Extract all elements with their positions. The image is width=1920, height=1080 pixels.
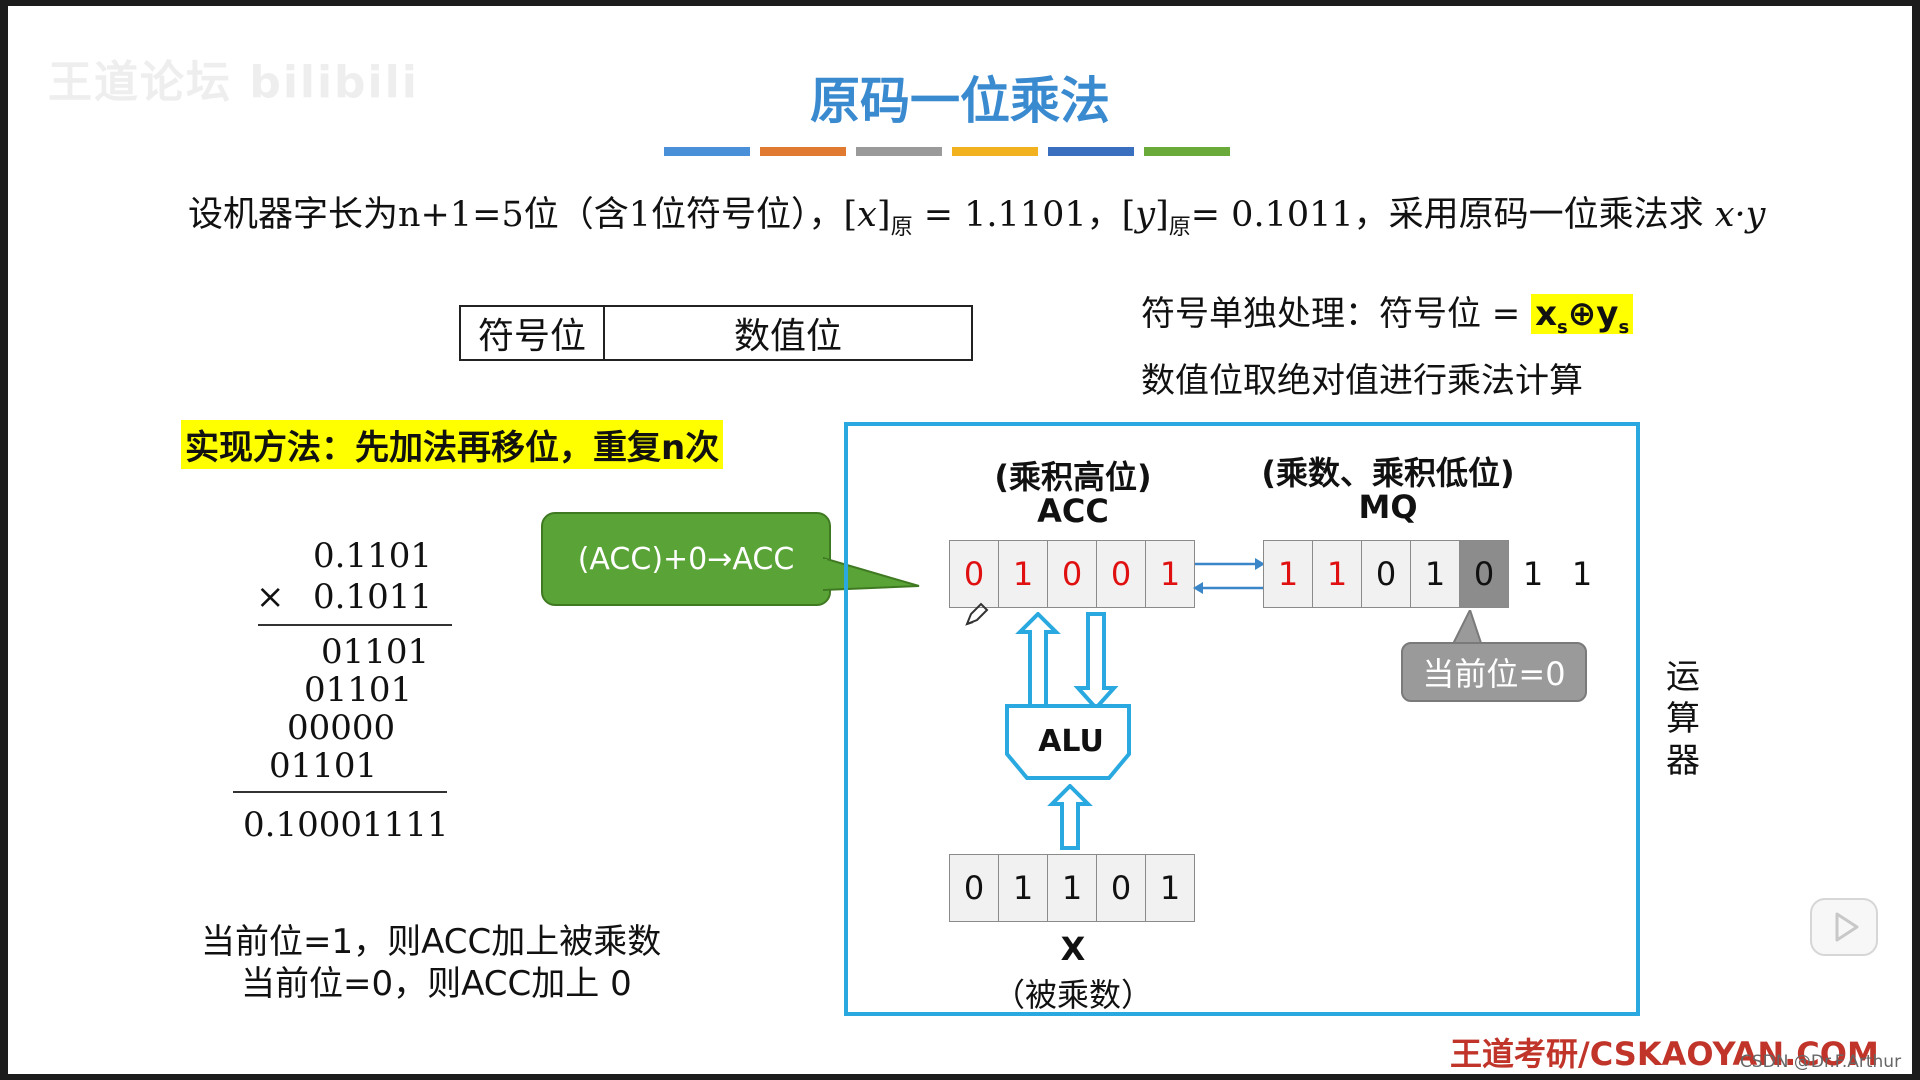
acc-operation-callout: (ACC)+0→ACC bbox=[541, 512, 831, 606]
data-flow-arrows-icon bbox=[1015, 612, 1119, 711]
bit-format-box: 符号位 数值位 bbox=[459, 305, 973, 361]
value-bits-cell: 数值位 bbox=[733, 316, 842, 357]
credit-text: CSDN @Dr.F.Arthur bbox=[1740, 1052, 1902, 1072]
x-register: 0 1 1 0 1 bbox=[949, 854, 1195, 922]
color-bar-2 bbox=[760, 147, 846, 156]
calc-divider-1 bbox=[258, 624, 452, 626]
x-bit: 1 bbox=[1047, 854, 1097, 922]
x-bit: 0 bbox=[949, 854, 999, 922]
calc-partial-3: 00000 bbox=[287, 708, 396, 748]
acc-bit: 1 bbox=[1145, 540, 1195, 608]
value-rule: 数值位取绝对值进行乘法计算 bbox=[1141, 361, 1583, 401]
calc-times-sign: × bbox=[256, 577, 285, 617]
x-bit: 1 bbox=[998, 854, 1048, 922]
mq-bit: 0 bbox=[1361, 540, 1411, 608]
calc-divider-2 bbox=[233, 791, 447, 793]
shift-arrows-icon bbox=[1193, 558, 1265, 594]
x-label-sub: （被乘数） bbox=[992, 976, 1153, 1014]
color-bar-6 bbox=[1144, 147, 1230, 156]
x-label: X bbox=[1060, 930, 1086, 968]
play-button-icon[interactable] bbox=[1808, 896, 1882, 958]
note-bit-zero: 当前位=0，则ACC加上 0 bbox=[241, 964, 632, 1004]
mq-overflow-bit: 1 bbox=[1522, 555, 1544, 593]
calc-result: 0.10001111 bbox=[243, 805, 449, 845]
mq-register: 1 1 0 1 0 1 1 bbox=[1263, 540, 1606, 608]
x-bit: 0 bbox=[1096, 854, 1146, 922]
alu-label: ALU bbox=[1038, 724, 1104, 759]
method-highlight: 实现方法：先加法再移位，重复n次 bbox=[181, 420, 724, 469]
mq-label-top: (乘数、乘积低位) bbox=[1261, 454, 1515, 492]
mq-label: MQ bbox=[1358, 488, 1418, 526]
watermark: 王道论坛 bilibili bbox=[48, 57, 419, 108]
slide-title: 原码一位乘法 bbox=[810, 72, 1110, 130]
pencil-icon bbox=[965, 602, 989, 626]
x-bit: 1 bbox=[1145, 854, 1195, 922]
note-bit-one: 当前位=1，则ACC加上被乘数 bbox=[201, 922, 662, 962]
acc-register: 0 1 0 0 1 bbox=[949, 540, 1195, 608]
acc-bit: 0 bbox=[1096, 540, 1146, 608]
mq-current-bit: 0 bbox=[1459, 540, 1509, 608]
problem-statement: 设机器字长为n+1=5位（含1位符号位），[x]原 = 1.1101，[y]原=… bbox=[188, 195, 1766, 240]
calc-partial-1: 01101 bbox=[321, 632, 430, 672]
color-bar-4 bbox=[952, 147, 1038, 156]
alu-frame bbox=[844, 422, 1640, 1016]
color-bar-3 bbox=[856, 147, 942, 156]
calc-multiplicand: 0.1101 bbox=[313, 536, 432, 576]
calc-partial-2: 01101 bbox=[304, 670, 413, 710]
calc-partial-4: 01101 bbox=[269, 746, 378, 786]
color-bar-1 bbox=[664, 147, 750, 156]
side-label-arithmetic-unit: 运算器 bbox=[1666, 657, 1700, 781]
calc-multiplier: 0.1011 bbox=[313, 577, 432, 617]
color-bar-5 bbox=[1048, 147, 1134, 156]
sign-rule: 符号单独处理：符号位 = xs⊕ys bbox=[1141, 286, 1634, 338]
footer-brand: 王道考研/CSKAOYAN.COM bbox=[1450, 1035, 1879, 1073]
alu-shape bbox=[1005, 704, 1131, 780]
sign-bit-cell: 符号位 bbox=[461, 307, 605, 359]
mq-bit: 1 bbox=[1312, 540, 1362, 608]
alu-input-arrow-icon bbox=[1047, 784, 1093, 850]
acc-bit: 0 bbox=[949, 540, 999, 608]
mq-bit: 1 bbox=[1410, 540, 1460, 608]
acc-bit: 1 bbox=[998, 540, 1048, 608]
slide-canvas: 王道论坛 bilibili 原码一位乘法 设机器字长为n+1=5位（含1位符号位… bbox=[8, 6, 1912, 1074]
xor-formula: xs⊕ys bbox=[1531, 294, 1634, 338]
acc-bit: 0 bbox=[1047, 540, 1097, 608]
mq-overflow-bit: 1 bbox=[1571, 555, 1593, 593]
acc-label: ACC bbox=[1037, 492, 1109, 530]
current-bit-tag: 当前位=0 bbox=[1401, 642, 1587, 702]
tag-pointer-icon bbox=[1450, 610, 1484, 646]
mq-bit: 1 bbox=[1263, 540, 1313, 608]
acc-label-top: (乘积高位) bbox=[994, 458, 1152, 496]
